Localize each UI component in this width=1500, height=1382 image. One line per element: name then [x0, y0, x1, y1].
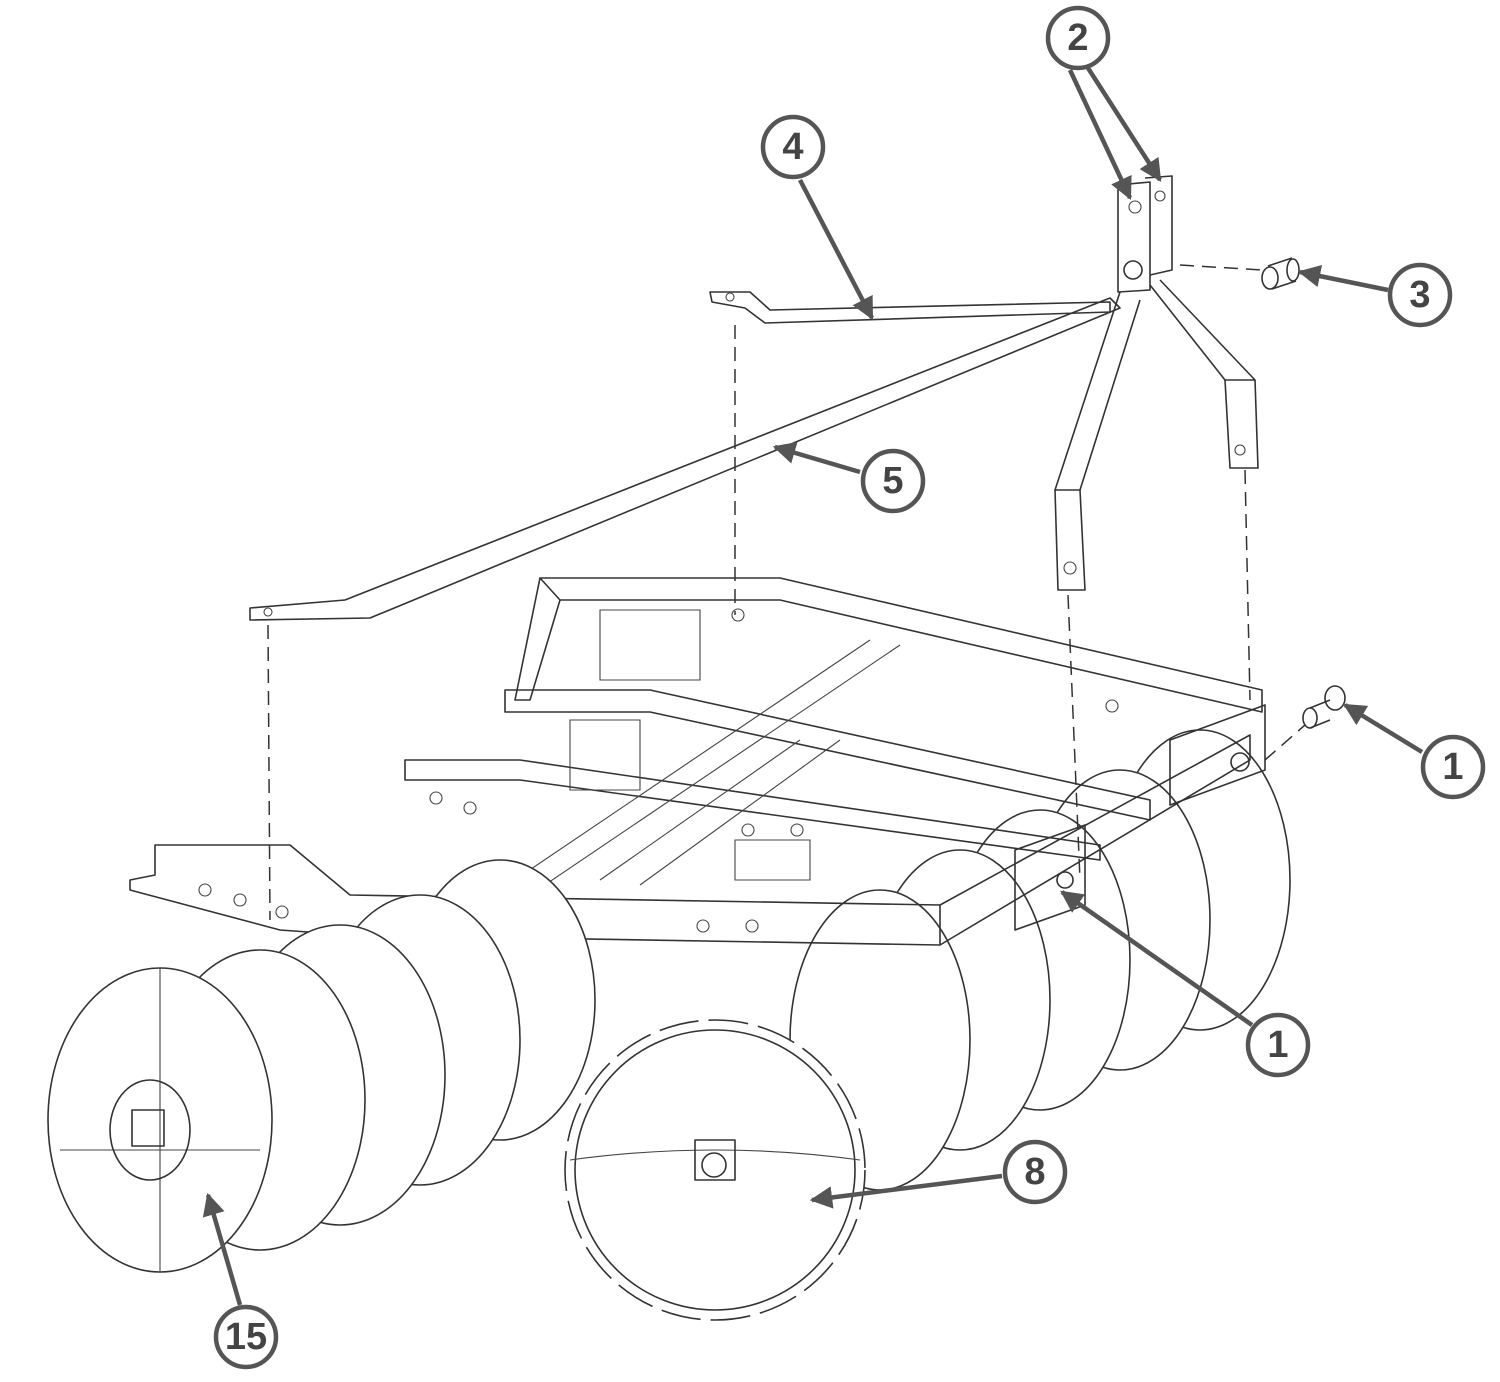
callout-15: 15 — [213, 1304, 279, 1370]
bushing-3 — [1261, 257, 1300, 290]
callout-1a: 1 — [1420, 734, 1486, 800]
right-disc-gang — [789, 729, 1291, 1191]
callout-label: 5 — [882, 460, 903, 502]
callout-label: 15 — [225, 1316, 267, 1358]
brace-4 — [709, 291, 1111, 324]
left-disc-gang — [47, 859, 596, 1273]
assembly-lines — [267, 264, 1306, 921]
pin-1 — [1302, 685, 1346, 729]
callout-8: 8 — [1002, 1139, 1068, 1205]
frame — [129, 577, 1266, 946]
notched-disc-8 — [564, 1019, 866, 1321]
callout-2: 2 — [1045, 5, 1111, 71]
callout-label: 8 — [1024, 1151, 1045, 1193]
callout-5: 5 — [860, 448, 926, 514]
callout-label: 3 — [1409, 274, 1430, 316]
callout-label: 4 — [782, 126, 803, 168]
callout-arrows — [202, 66, 1424, 1306]
callout-label: 2 — [1067, 17, 1088, 59]
callout-1b: 1 — [1245, 1012, 1311, 1078]
callout-3: 3 — [1387, 262, 1453, 328]
callout-label: 1 — [1442, 746, 1463, 788]
callout-label: 1 — [1267, 1024, 1288, 1066]
callout-4: 4 — [760, 114, 826, 180]
brace-5 — [249, 297, 1121, 621]
hitch-a-frame — [1054, 175, 1259, 591]
